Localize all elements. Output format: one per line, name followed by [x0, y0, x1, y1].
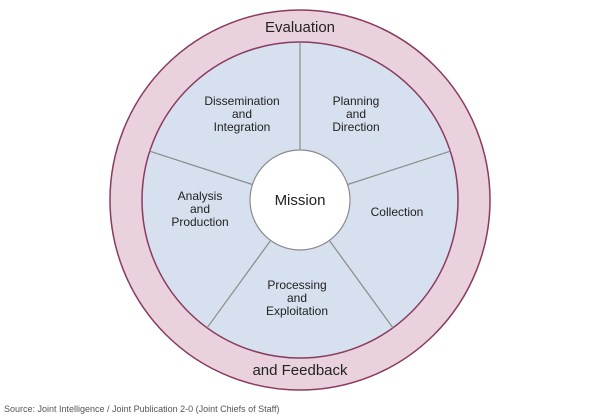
segment-label-line: Analysis [178, 189, 223, 203]
segment-processing-exploitation: Processing and Exploitation [266, 278, 328, 318]
segment-label-line: Planning [333, 94, 380, 108]
segment-label-line: Dissemination [204, 94, 279, 108]
segment-divider-line [206, 240, 272, 329]
segment-label-line: and [346, 107, 366, 121]
segment-label-line: Integration [214, 120, 271, 134]
ring-label-feedback: and Feedback [252, 362, 348, 379]
mission-label: Mission [275, 192, 326, 209]
segment-divider-line [149, 150, 253, 186]
segment-label-line: Collection [371, 205, 424, 219]
segment-label-line: and [190, 202, 210, 216]
mission-center-circle [249, 149, 351, 251]
ring-label-evaluation: Evaluation [265, 19, 335, 36]
segment-divider-line [347, 150, 451, 186]
segment-label-line: Processing [267, 278, 326, 292]
segment-analysis-production: Analysis and Production [171, 189, 228, 229]
segment-planning-direction: Planning and Direction [332, 94, 379, 134]
segment-dissemination-integration: Dissemination and Integration [204, 94, 279, 134]
segment-label-line: Exploitation [266, 304, 328, 318]
segment-divider-line [328, 240, 394, 329]
segment-label-line: and [287, 291, 307, 305]
segment-label-line: Direction [332, 120, 379, 134]
segment-label-line: Production [171, 215, 228, 229]
segment-label-line: and [232, 107, 252, 121]
segment-collection: Collection [371, 205, 424, 219]
segment-dividers [149, 42, 451, 329]
source-citation: Source: Joint Intelligence / Joint Publi… [4, 404, 280, 414]
